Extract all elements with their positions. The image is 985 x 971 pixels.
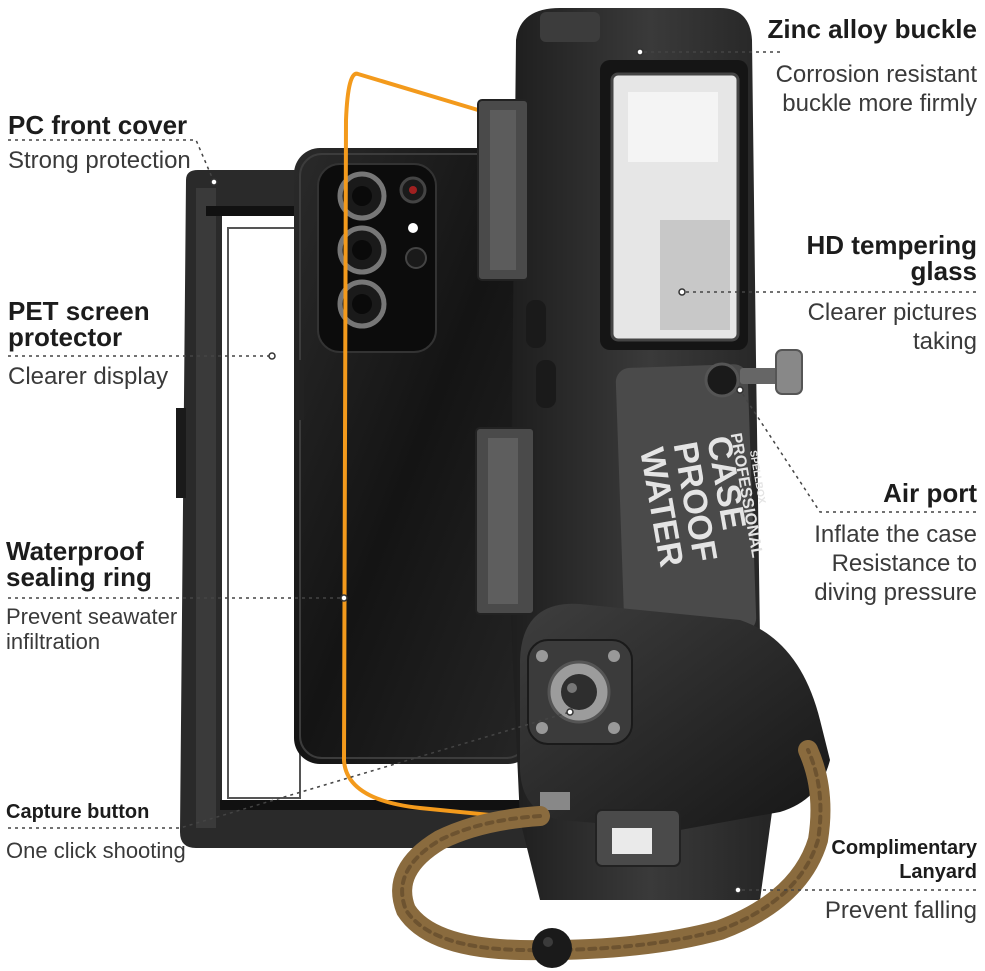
callout-title: glass — [910, 256, 978, 286]
front-cover-frame — [176, 170, 552, 848]
lanyard-stopper — [532, 928, 572, 968]
callout-title: Lanyard — [899, 861, 977, 883]
callout-title: protector — [8, 322, 123, 352]
callout-capture-button: Capture button One click shooting — [6, 800, 206, 864]
callout-title: PET screen — [8, 296, 150, 326]
callout-air-port: Air port Inflate the case Resistance to … — [777, 480, 977, 607]
callout-desc: Prevent falling — [824, 897, 977, 924]
callout-title: Air port — [883, 478, 977, 508]
callout-desc: Resistance to — [831, 550, 977, 577]
callout-desc: taking — [912, 328, 977, 355]
callout-zinc-alloy-buckle: Zinc alloy buckle Corrosion resistant bu… — [747, 16, 977, 118]
grip-handle — [520, 603, 830, 867]
callout-pet-screen-protector: PET screen protector Clearer display — [8, 298, 208, 391]
callout-desc: Clearer display — [8, 363, 169, 390]
callout-title: sealing ring — [6, 562, 152, 592]
callout-desc: Clearer pictures — [807, 299, 977, 326]
callout-waterproof-sealing-ring: Waterproof sealing ring Prevent seawater… — [6, 538, 206, 654]
callout-title: HD tempering — [806, 230, 977, 260]
callout-title: Capture button — [6, 801, 150, 823]
callout-desc: buckle more firmly — [782, 90, 977, 117]
callout-hd-tempering-glass: HD tempering glass Clearer pictures taki… — [777, 232, 977, 356]
callout-title: PC front cover — [8, 110, 188, 140]
callout-title: Zinc alloy buckle — [767, 14, 977, 44]
callout-desc: infiltration — [6, 629, 101, 654]
callout-desc: diving pressure — [814, 579, 977, 606]
leader-lines — [8, 51, 976, 891]
leader-dots — [210, 48, 744, 894]
callout-title: Waterproof — [6, 536, 144, 566]
callout-desc: Inflate the case — [814, 521, 977, 548]
callout-desc: Prevent seawater — [6, 604, 178, 629]
callout-complimentary-lanyard: Complimentary Lanyard Prevent falling — [797, 836, 977, 924]
callout-pc-front-cover: PC front cover Strong protection — [8, 112, 228, 175]
case-print: WATER PROOF CASE PROFESSIONAL SPELLBOX — [632, 432, 767, 570]
callout-desc: Corrosion resistant — [775, 61, 977, 88]
callout-desc: One click shooting — [6, 838, 186, 863]
callout-desc: Strong protection — [8, 147, 191, 174]
callout-title: Complimentary — [831, 837, 977, 859]
